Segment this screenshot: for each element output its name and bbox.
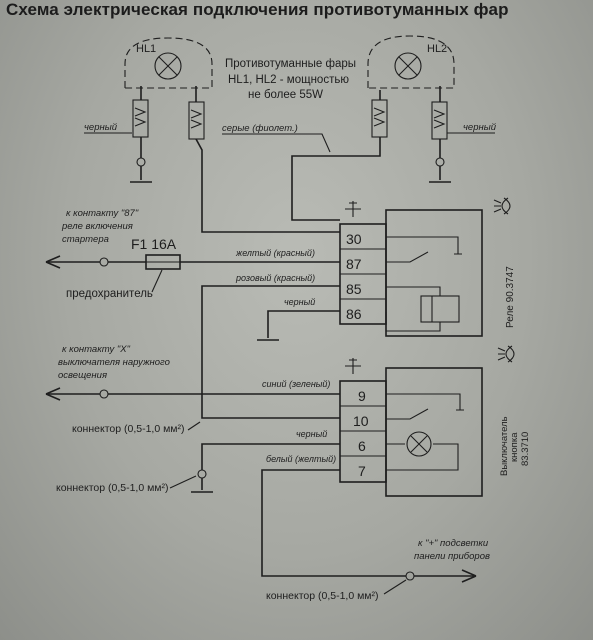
fuse-caption: предохранитель [66, 288, 153, 300]
relay-pin-85: 85 [346, 281, 362, 297]
switch-label-line1: Выключатель [499, 416, 510, 476]
panel-line1: к "+" подсветки [418, 538, 489, 549]
wire-label-yellow-red: желтый (красный) [235, 248, 315, 258]
wire-label-pink-red: розовый (красный) [235, 273, 315, 283]
switch-pin-6: 6 [358, 438, 366, 454]
wire-label-gray-violet: серые (фиолет.) [222, 123, 298, 134]
lamp-connector-1 [132, 99, 149, 138]
relay-pin-30: 30 [346, 231, 362, 247]
fog-light-symbol-relay-icon [493, 197, 511, 215]
relay-pin-86: 86 [346, 306, 362, 322]
connector-label-3: коннектор (0,5-1,0 мм²) [266, 590, 379, 602]
wire-label-black-left: черный [84, 122, 118, 133]
switch-83-3710: 9 10 6 7 Выключатель кнопка 83.3710 [339, 367, 531, 497]
fog-light-symbol-switch-icon [497, 345, 515, 363]
connector-symbol-relay-icon [345, 201, 361, 217]
panel-line2: панели приборов [414, 551, 490, 562]
wire-label-black-relay: черный [284, 297, 315, 307]
lights-switch-line1: к контакту "X" [62, 344, 131, 355]
lamp-connector-2 [188, 101, 205, 140]
starter-line1: к контакту "87" [66, 208, 139, 219]
fog-lamp-hl2: HL2 [367, 35, 455, 89]
lamp-label-hl1: HL1 [136, 43, 156, 55]
switch-pin-9: 9 [358, 388, 366, 404]
switch-label-line3: 83.3710 [520, 432, 531, 466]
lamps-caption-line2: HL1, HL2 - мощностью [228, 74, 349, 86]
wire-label-blue-green: синий (зеленый) [262, 379, 330, 389]
connector-symbol-switch-icon [345, 358, 361, 374]
lamps-caption-line3: не более 55W [248, 89, 323, 101]
connector-label-2: коннектор (0,5-1,0 мм²) [56, 482, 169, 494]
fuse-label: F1 16A [131, 236, 177, 252]
relay-pin-87: 87 [346, 256, 362, 272]
relay-90-3747: 30 87 85 86 Реле 90.3747 [339, 209, 516, 337]
lamp-connector-4 [431, 101, 448, 140]
relay-label: Реле 90.3747 [505, 266, 516, 328]
wire-label-black-right: черный [463, 122, 497, 133]
diagram-title: Схема электрическая подключения противот… [6, 0, 509, 19]
connector-label-1: коннектор (0,5-1,0 мм²) [72, 423, 185, 435]
lamp-connector-3 [371, 99, 388, 138]
lights-switch-line2: выключателя наружного [58, 357, 170, 368]
switch-pin-10: 10 [353, 413, 369, 429]
wire-label-black-switch: черный [296, 429, 327, 439]
switch-pin-7: 7 [358, 463, 366, 479]
lamps-caption-line1: Противотуманные фары [225, 58, 356, 70]
lamp-label-hl2: HL2 [427, 43, 447, 55]
switch-label-line2: кнопка [509, 432, 520, 462]
fog-lamp-hl1: HL1 [124, 37, 213, 89]
starter-line2: реле включения [61, 221, 133, 232]
starter-line3: стартера [62, 234, 109, 245]
lights-switch-line3: освещения [58, 370, 107, 381]
wire-label-white-yellow: белый (желтый) [266, 454, 336, 464]
